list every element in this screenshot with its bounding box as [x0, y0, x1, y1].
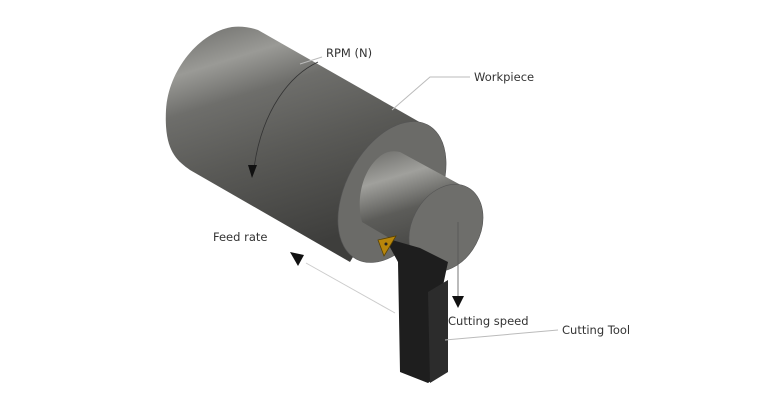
feed-rate-arrowhead-icon	[290, 252, 304, 266]
rpm-label: RPM (N)	[326, 46, 373, 60]
cutting-tool-label: Cutting Tool	[562, 323, 631, 337]
rpm-leader-line	[299, 56, 323, 65]
rpm-arrowhead-icon	[248, 165, 257, 178]
feed-rate-arrow-line	[305, 262, 396, 314]
cutting-insert	[377, 235, 397, 257]
cutting-tool-leader-line	[444, 329, 559, 341]
cutting-tool-shank-side	[428, 280, 448, 383]
workpiece-label: Workpiece	[474, 70, 535, 84]
cutting-speed-arrowhead-icon	[452, 296, 464, 308]
cutting-speed-label: Cutting speed	[448, 314, 529, 328]
workpiece-leader-line	[391, 76, 470, 111]
feed-rate-label: Feed rate	[213, 230, 268, 244]
rpm-arrow-arc	[253, 61, 319, 169]
